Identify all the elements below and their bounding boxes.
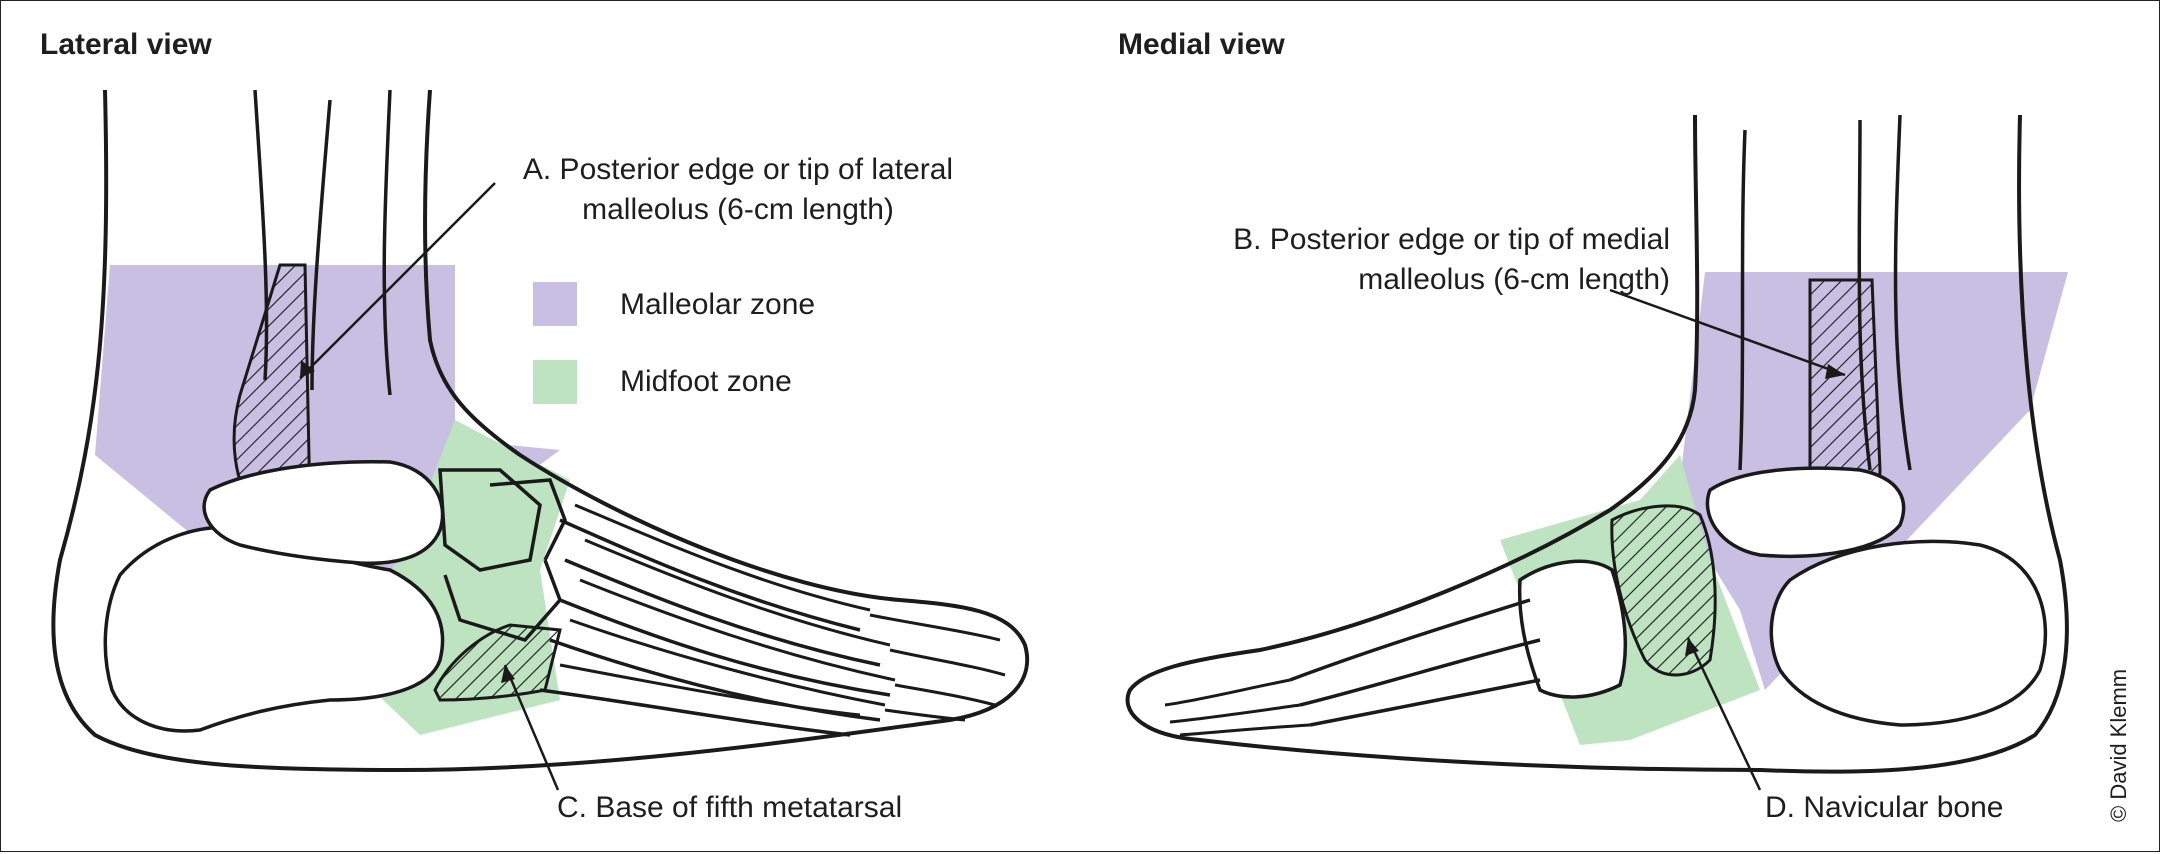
- legend-swatch-malleolar: [533, 282, 577, 326]
- callout-a-line2: malleolus (6-cm length): [582, 193, 894, 226]
- medial-foot-diagram: [1125, 114, 2069, 774]
- legend-swatch-midfoot: [533, 360, 577, 404]
- callout-a: A. Posterior edge or tip of lateral mall…: [478, 150, 998, 230]
- callout-b-line1: B. Posterior edge or tip of medial: [1233, 223, 1670, 256]
- medial-cuneiform: [1517, 559, 1628, 699]
- callout-c: C. Base of fifth metatarsal: [557, 791, 903, 824]
- legend-label-midfoot: Midfoot zone: [620, 365, 792, 398]
- leader-d: [1686, 637, 1762, 791]
- medial-talus: [1705, 466, 1906, 558]
- leader-b-arrowhead: [1825, 364, 1845, 379]
- medial-calcaneus: [1769, 539, 2048, 727]
- lateral-cuboid: [438, 468, 542, 572]
- leader-d-arrowhead: [1685, 638, 1699, 656]
- lateral-skin-outline: [51, 89, 1030, 773]
- legend-label-malleolar: Malleolar zone: [620, 288, 816, 321]
- callout-b: B. Posterior edge or tip of medial malle…: [1190, 220, 1670, 300]
- medial-metatarsals: [1289, 598, 1541, 727]
- callout-b-line2: malleolus (6-cm length): [1358, 263, 1670, 296]
- callout-leaders: [299, 182, 1846, 791]
- medial-skin-outline: [1125, 114, 2069, 774]
- lateral-metatarsals: [539, 518, 891, 737]
- lateral-foot-diagram: [51, 89, 1030, 773]
- lateral-metatarsals-2: [559, 503, 896, 717]
- lateral-view-title: Lateral view: [40, 28, 212, 61]
- leader-a: [299, 182, 496, 379]
- medial-navicular-hatched: [1610, 504, 1717, 677]
- artist-credit: © David Klemm: [2106, 668, 2131, 822]
- medial-phalanges: [1164, 678, 1311, 737]
- lateral-phalanges: [869, 613, 1006, 722]
- callout-d: D. Navicular bone: [1765, 791, 2004, 824]
- lateral-fifth-metatarsal-base: [433, 623, 562, 702]
- medial-view-title: Medial view: [1118, 28, 1285, 61]
- callout-a-line1: A. Posterior edge or tip of lateral: [522, 153, 954, 186]
- leader-a-arrowhead: [300, 360, 315, 378]
- leader-b: [1609, 288, 1846, 377]
- leader-c: [503, 664, 560, 791]
- leader-c-arrowhead: [501, 665, 515, 683]
- lateral-talus: [202, 460, 445, 565]
